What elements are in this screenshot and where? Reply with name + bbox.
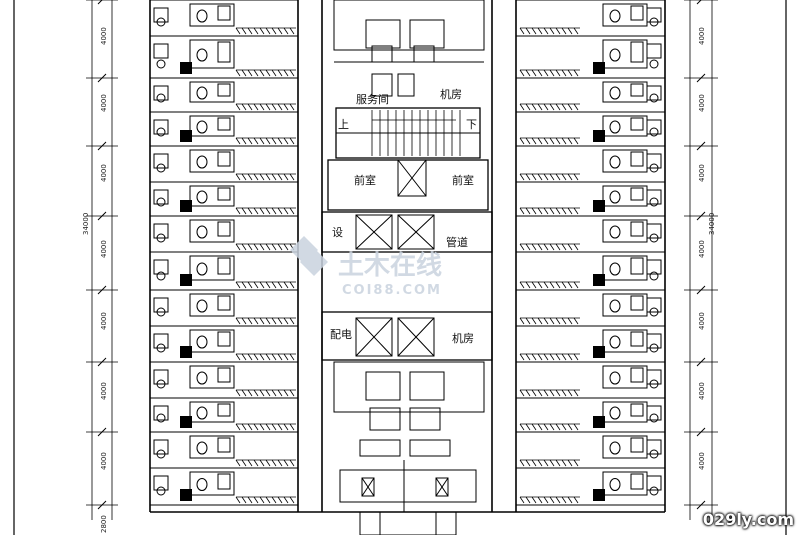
left-dimension-chain: [91, 0, 113, 520]
front-room-left-label: 前室: [354, 173, 376, 187]
front-room-right-label: 前室: [452, 173, 474, 187]
service-room-label: 服务间: [356, 93, 389, 106]
central-core: [321, 0, 493, 535]
left-bay-6: 4000: [100, 382, 108, 400]
right-bay-3: 4000: [698, 164, 706, 182]
right-bay-5: 4000: [698, 312, 706, 330]
stair-up-label: 上: [338, 118, 349, 131]
right-total-dimension: 34000: [708, 213, 716, 235]
left-bay-4: 4000: [100, 240, 108, 258]
dimension-ticks: [86, 0, 718, 510]
site-watermark: 029ly.com: [702, 510, 794, 529]
pipe-shaft-right-label: 管道: [446, 235, 468, 249]
watermark: 土木在线 COI88.COM: [290, 236, 442, 298]
watermark-logo: [290, 236, 328, 276]
right-guest-room-wing: [515, 0, 666, 506]
power-room-label: 配电: [330, 328, 352, 341]
left-bay-3: 4000: [100, 164, 108, 182]
left-bay-1: 4000: [100, 27, 108, 45]
watermark-text: 土木在线: [338, 251, 442, 281]
left-guest-room-wing: [149, 0, 299, 506]
drawing-frame: [13, 0, 787, 535]
right-bay-6: 4000: [698, 382, 706, 400]
left-bay-2: 4000: [100, 94, 108, 112]
left-total-dimension: 34000: [82, 213, 90, 235]
left-bay-7: 4000: [100, 452, 108, 470]
right-bay-2: 4000: [698, 94, 706, 112]
right-bay-4: 4000: [698, 240, 706, 258]
watermark-subtext: COI88.COM: [342, 283, 442, 298]
right-bay-1: 4000: [698, 27, 706, 45]
left-bay-5: 4000: [100, 312, 108, 330]
left-bottom-bay: 2800: [100, 515, 108, 533]
right-bay-7: 4000: [698, 452, 706, 470]
right-dimension-chain: [689, 0, 713, 520]
machine-room-bottom-label: 机房: [452, 331, 474, 345]
pipe-shaft-left-label: 设: [332, 226, 343, 239]
stair-down-label: 下: [466, 118, 477, 131]
machine-room-top-label: 机房: [440, 87, 462, 101]
